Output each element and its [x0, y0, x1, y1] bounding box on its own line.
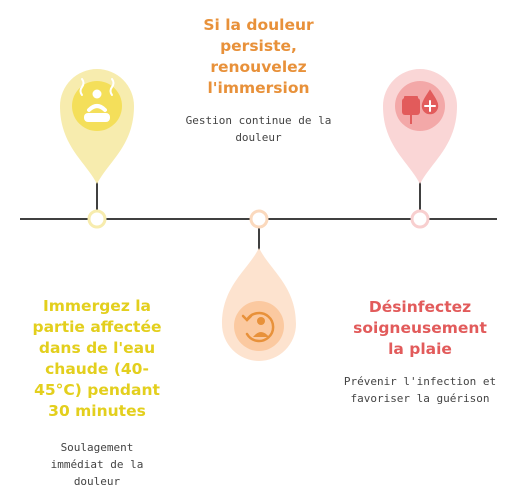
pin-step-1 — [60, 69, 134, 184]
pin-step-3 — [383, 69, 457, 184]
repeat-person-icon — [241, 311, 275, 343]
hot-bath-icon — [79, 78, 115, 122]
timeline-node-3 — [410, 209, 430, 229]
step-3-title: Désinfectez soigneusement la plaie — [353, 298, 487, 358]
step-2-description: Gestion continue de la douleur — [185, 114, 332, 144]
step-1-title: Immergez la partie affectée dans de l'ea… — [32, 297, 162, 420]
step-3-description: Prévenir l'infection et favoriser la gué… — [343, 375, 497, 405]
step-2-title: Si la douleur persiste, renouvelez l'imm… — [203, 16, 314, 97]
step-1-description: Soulagement immédiat de la douleur — [50, 441, 144, 488]
timeline-node-1 — [87, 209, 107, 229]
pin-step-2 — [222, 248, 296, 361]
timeline-node-2 — [249, 209, 269, 229]
blood-drop-plus-icon — [402, 86, 440, 124]
